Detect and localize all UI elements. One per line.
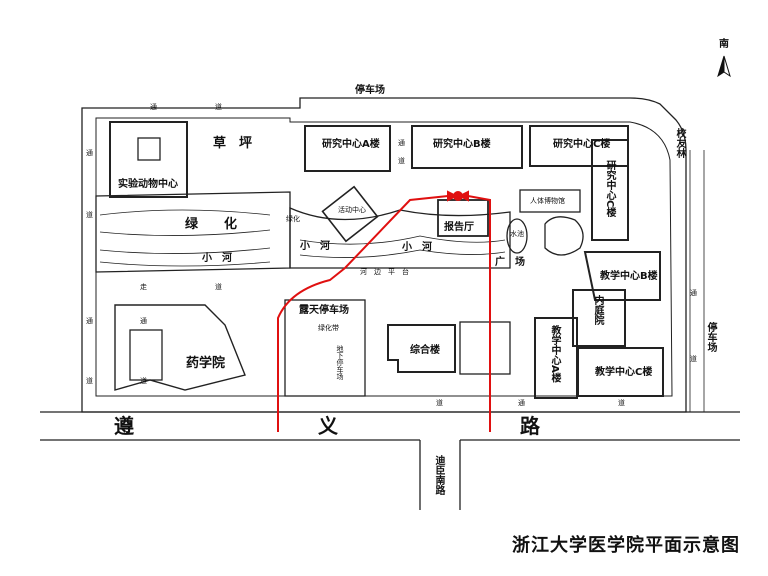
complex-label: 综合楼 — [410, 345, 440, 356]
research-a-block — [304, 125, 391, 172]
animal-center-label: 实验动物中心 — [118, 179, 178, 190]
activity-center-block — [321, 185, 379, 243]
open-parking-label: 露天停车场 — [299, 305, 349, 316]
side-road-label: 迪臣南路 — [433, 455, 444, 495]
tong-r2: 通 — [518, 399, 525, 407]
green-belt-label: 绿化带 — [318, 324, 339, 332]
road-main-char3: 路 — [520, 414, 540, 438]
teaching-b-label: 教学中心B楼 — [600, 271, 658, 282]
pharmacy-block — [114, 304, 246, 391]
greenery-area — [95, 191, 291, 273]
teaching-b-block — [583, 251, 661, 301]
underground-parking-label: 地下停车场 — [336, 345, 344, 380]
parking-right-label: 停车场 — [705, 322, 716, 352]
dao-right: 道 — [690, 355, 697, 363]
tong-ph: 通 — [140, 317, 147, 325]
map-title: 浙江大学医学院平面示意图 — [512, 535, 740, 556]
research-a-label: 研究中心A楼 — [322, 139, 380, 150]
road-main-char2: 义 — [318, 414, 338, 438]
water-pool — [506, 218, 528, 254]
research-c-vert-label: 研究中心C楼 — [604, 160, 615, 218]
teaching-a-label: 教学中心A楼 — [549, 325, 560, 383]
report-hall-block — [437, 199, 489, 237]
human-museum-label: 人体博物馆 — [530, 197, 565, 205]
parking-top-label: 停车场 — [355, 85, 385, 96]
greenery-label: 绿 化 — [185, 217, 238, 232]
activity-center-label: 活动中心 — [338, 206, 366, 214]
water-pool-label: 水池 — [510, 230, 524, 238]
dao-r2: 道 — [618, 399, 625, 407]
destination-marker — [453, 191, 463, 201]
tong-top: 通 — [150, 103, 157, 111]
open-parking-block — [284, 299, 366, 397]
pharmacy-label: 药学院 — [186, 356, 226, 371]
road-main-char1: 遵 — [114, 414, 134, 438]
route-left — [277, 195, 449, 432]
museum-round — [544, 216, 584, 256]
dao-ph: 道 — [140, 377, 147, 385]
small-river3: 小 河 — [402, 242, 432, 253]
tong-right: 通 — [690, 289, 697, 297]
square-label: 广 场 — [495, 257, 525, 268]
left-tong: 通 — [86, 149, 93, 157]
xiaoyoulin-label: 校友林 — [674, 128, 685, 158]
perimeter-road-outer — [81, 97, 687, 413]
dao-top: 道 — [215, 103, 222, 111]
river-platform-label: 河 边 平 台 — [360, 268, 409, 276]
side-road — [419, 440, 461, 510]
small-river2: 小 河 — [300, 241, 330, 252]
dao-bottom: 道 — [215, 283, 222, 291]
dao-mid: 道 — [398, 157, 405, 165]
compass-label: 南 — [719, 39, 729, 50]
north-arrow-icon — [717, 55, 731, 78]
left-dao2: 道 — [86, 377, 93, 385]
research-c-label: 研究中心C楼 — [553, 139, 611, 150]
left-dao: 道 — [86, 211, 93, 219]
complex-block — [387, 324, 456, 373]
inner-court-label: 内庭院 — [592, 295, 603, 325]
zou-label: 走 — [140, 283, 147, 291]
animal-center-block — [109, 121, 188, 198]
teaching-c-label: 教学中心C楼 — [595, 367, 653, 378]
research-b-block — [411, 125, 523, 169]
tong-mid: 通 — [398, 139, 405, 147]
research-c-wing — [591, 139, 629, 241]
human-museum-block — [519, 189, 581, 213]
small-river1: 小 河 — [202, 253, 232, 264]
research-b-label: 研究中心B楼 — [433, 139, 491, 150]
river-area — [289, 207, 511, 269]
teaching-c-block — [577, 347, 664, 397]
route-right — [467, 195, 491, 432]
left-tong2: 通 — [86, 317, 93, 325]
grass-label: 草 坪 — [213, 136, 253, 151]
perimeter-road-inner — [95, 117, 673, 397]
report-hall-label: 报告厅 — [444, 222, 474, 233]
dao-bottom2: 道 — [436, 399, 443, 407]
green-small-label: 绿化 — [286, 215, 300, 223]
